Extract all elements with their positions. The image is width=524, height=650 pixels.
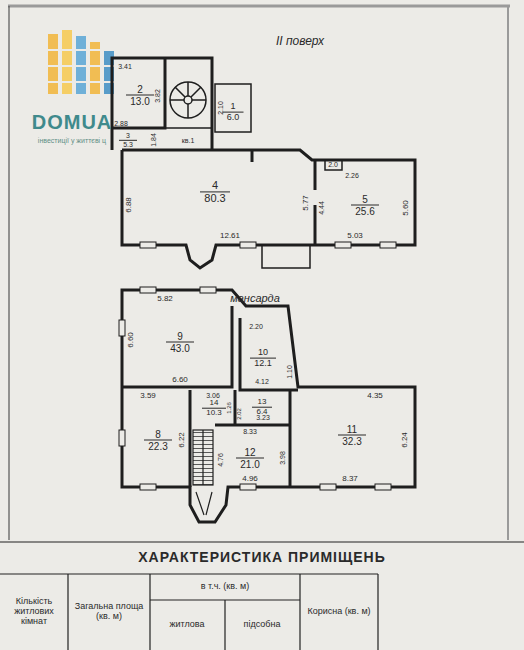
room-area: 5.3 xyxy=(119,141,137,149)
dimension-label: 5.82 xyxy=(157,295,173,304)
dimension-label: 4.35 xyxy=(367,392,383,401)
room-number: 4 xyxy=(200,179,230,192)
table-cell: підсобна xyxy=(227,620,297,630)
room-number: 13 xyxy=(252,398,272,408)
room-number: 14 xyxy=(202,399,226,409)
table-cell: Кількість житлових кімнат xyxy=(3,597,65,627)
room-label: 943.0 xyxy=(164,330,196,355)
table-grid xyxy=(0,542,524,650)
dimension-label: 4.76 xyxy=(217,453,225,467)
window-symbols xyxy=(119,242,396,490)
dimension-label: 4.96 xyxy=(242,475,258,484)
room-area: 12.1 xyxy=(250,359,276,369)
room-area: 43.0 xyxy=(166,343,194,354)
dimension-label: 6.24 xyxy=(401,432,410,448)
dimension-label: 3.06 xyxy=(206,392,220,400)
sheet-border xyxy=(8,5,510,8)
table-cell: житлова xyxy=(152,620,222,630)
dimension-label: 3.98 xyxy=(279,451,287,465)
dimension-label: 5.03 xyxy=(347,232,363,241)
room-area: 13.0 xyxy=(126,96,154,107)
table-cell: Загальна площа (кв. м) xyxy=(71,602,147,622)
dimension-label: 5.77 xyxy=(302,195,311,211)
room-area: 32.3 xyxy=(338,436,366,447)
dimension-label: 2.88 xyxy=(114,120,128,128)
room-number: 5 xyxy=(351,194,379,206)
dimension-label: 8.33 xyxy=(243,428,257,436)
dimension-label: 6.22 xyxy=(178,432,187,448)
sheet-border xyxy=(507,6,509,540)
room-number: 10 xyxy=(250,348,276,359)
room-area: 6.0 xyxy=(223,113,244,123)
room-label: 822.3 xyxy=(142,428,174,453)
room-number: 11 xyxy=(338,424,366,436)
dimension-label: 1.84 xyxy=(150,133,158,147)
room-area: 80.3 xyxy=(200,193,230,205)
dimension-label: 2.02 xyxy=(236,408,243,420)
room-label: 480.3 xyxy=(198,178,232,205)
room-area: 21.0 xyxy=(236,459,264,470)
room-label: 525.6 xyxy=(349,193,381,218)
room-label: 213.0 xyxy=(124,83,156,108)
dimension-label: 4.44 xyxy=(318,201,326,215)
table-cell: в т.ч. (кв. м) xyxy=(155,582,295,592)
room-area: 10.3 xyxy=(202,409,226,418)
dimension-label: 2.0 xyxy=(328,161,338,169)
room-label: 1012.1 xyxy=(248,347,278,370)
room-number: 1 xyxy=(223,102,244,113)
dimension-label: 1.26 xyxy=(226,402,233,414)
dimension-label: 1.10 xyxy=(286,365,294,379)
dimension-label: 2.20 xyxy=(249,323,263,331)
dimension-label: 3.59 xyxy=(140,392,156,401)
watermark: інвестиції у життєві ц xyxy=(38,137,106,145)
room-label: 1410.3 xyxy=(200,398,228,419)
dimension-label: 3.82 xyxy=(154,89,162,103)
room-area: 25.6 xyxy=(351,206,379,217)
room-label: 1132.3 xyxy=(336,423,368,448)
dimension-label: 6.60 xyxy=(127,332,136,348)
dimension-label: кв.1 xyxy=(182,137,195,145)
dimension-label: 5.60 xyxy=(402,200,411,216)
sheet-border xyxy=(8,6,9,540)
room-number: 3 xyxy=(119,132,137,141)
dimension-label: 6.60 xyxy=(172,376,188,385)
wall-lines xyxy=(112,58,415,268)
room-area: 22.3 xyxy=(144,441,172,452)
wall-lines xyxy=(122,290,415,522)
dimension-label: 3.41 xyxy=(118,63,132,71)
watermark: DOMUA xyxy=(32,111,113,133)
dimension-label: 3.23 xyxy=(256,414,270,422)
dimension-label: 2.26 xyxy=(345,172,359,180)
table-title: ХАРАКТЕРИСТИКА ПРИМІЩЕНЬ xyxy=(138,550,386,565)
floor-heading: ІІ поверх xyxy=(276,35,324,48)
floor-heading: мансарда xyxy=(230,292,280,304)
dimension-label: 8.37 xyxy=(342,475,358,484)
dimension-label: 12.61 xyxy=(220,232,240,241)
room-label: 35.3 xyxy=(117,131,139,149)
room-number: 8 xyxy=(144,429,172,441)
room-label: 1221.0 xyxy=(234,446,266,471)
room-label: 16.0 xyxy=(221,101,246,124)
stair-outline xyxy=(193,430,213,515)
table-cell: Корисна (кв. м) xyxy=(303,607,375,617)
logo-icon xyxy=(44,30,118,94)
wall-lines xyxy=(165,82,342,268)
room-number: 2 xyxy=(126,84,154,96)
dimension-label: 4.12 xyxy=(255,378,269,386)
dimension-label: 2.10 xyxy=(217,101,225,115)
dimension-label: 6.88 xyxy=(125,197,134,213)
room-number: 12 xyxy=(236,447,264,459)
room-number: 9 xyxy=(166,331,194,343)
